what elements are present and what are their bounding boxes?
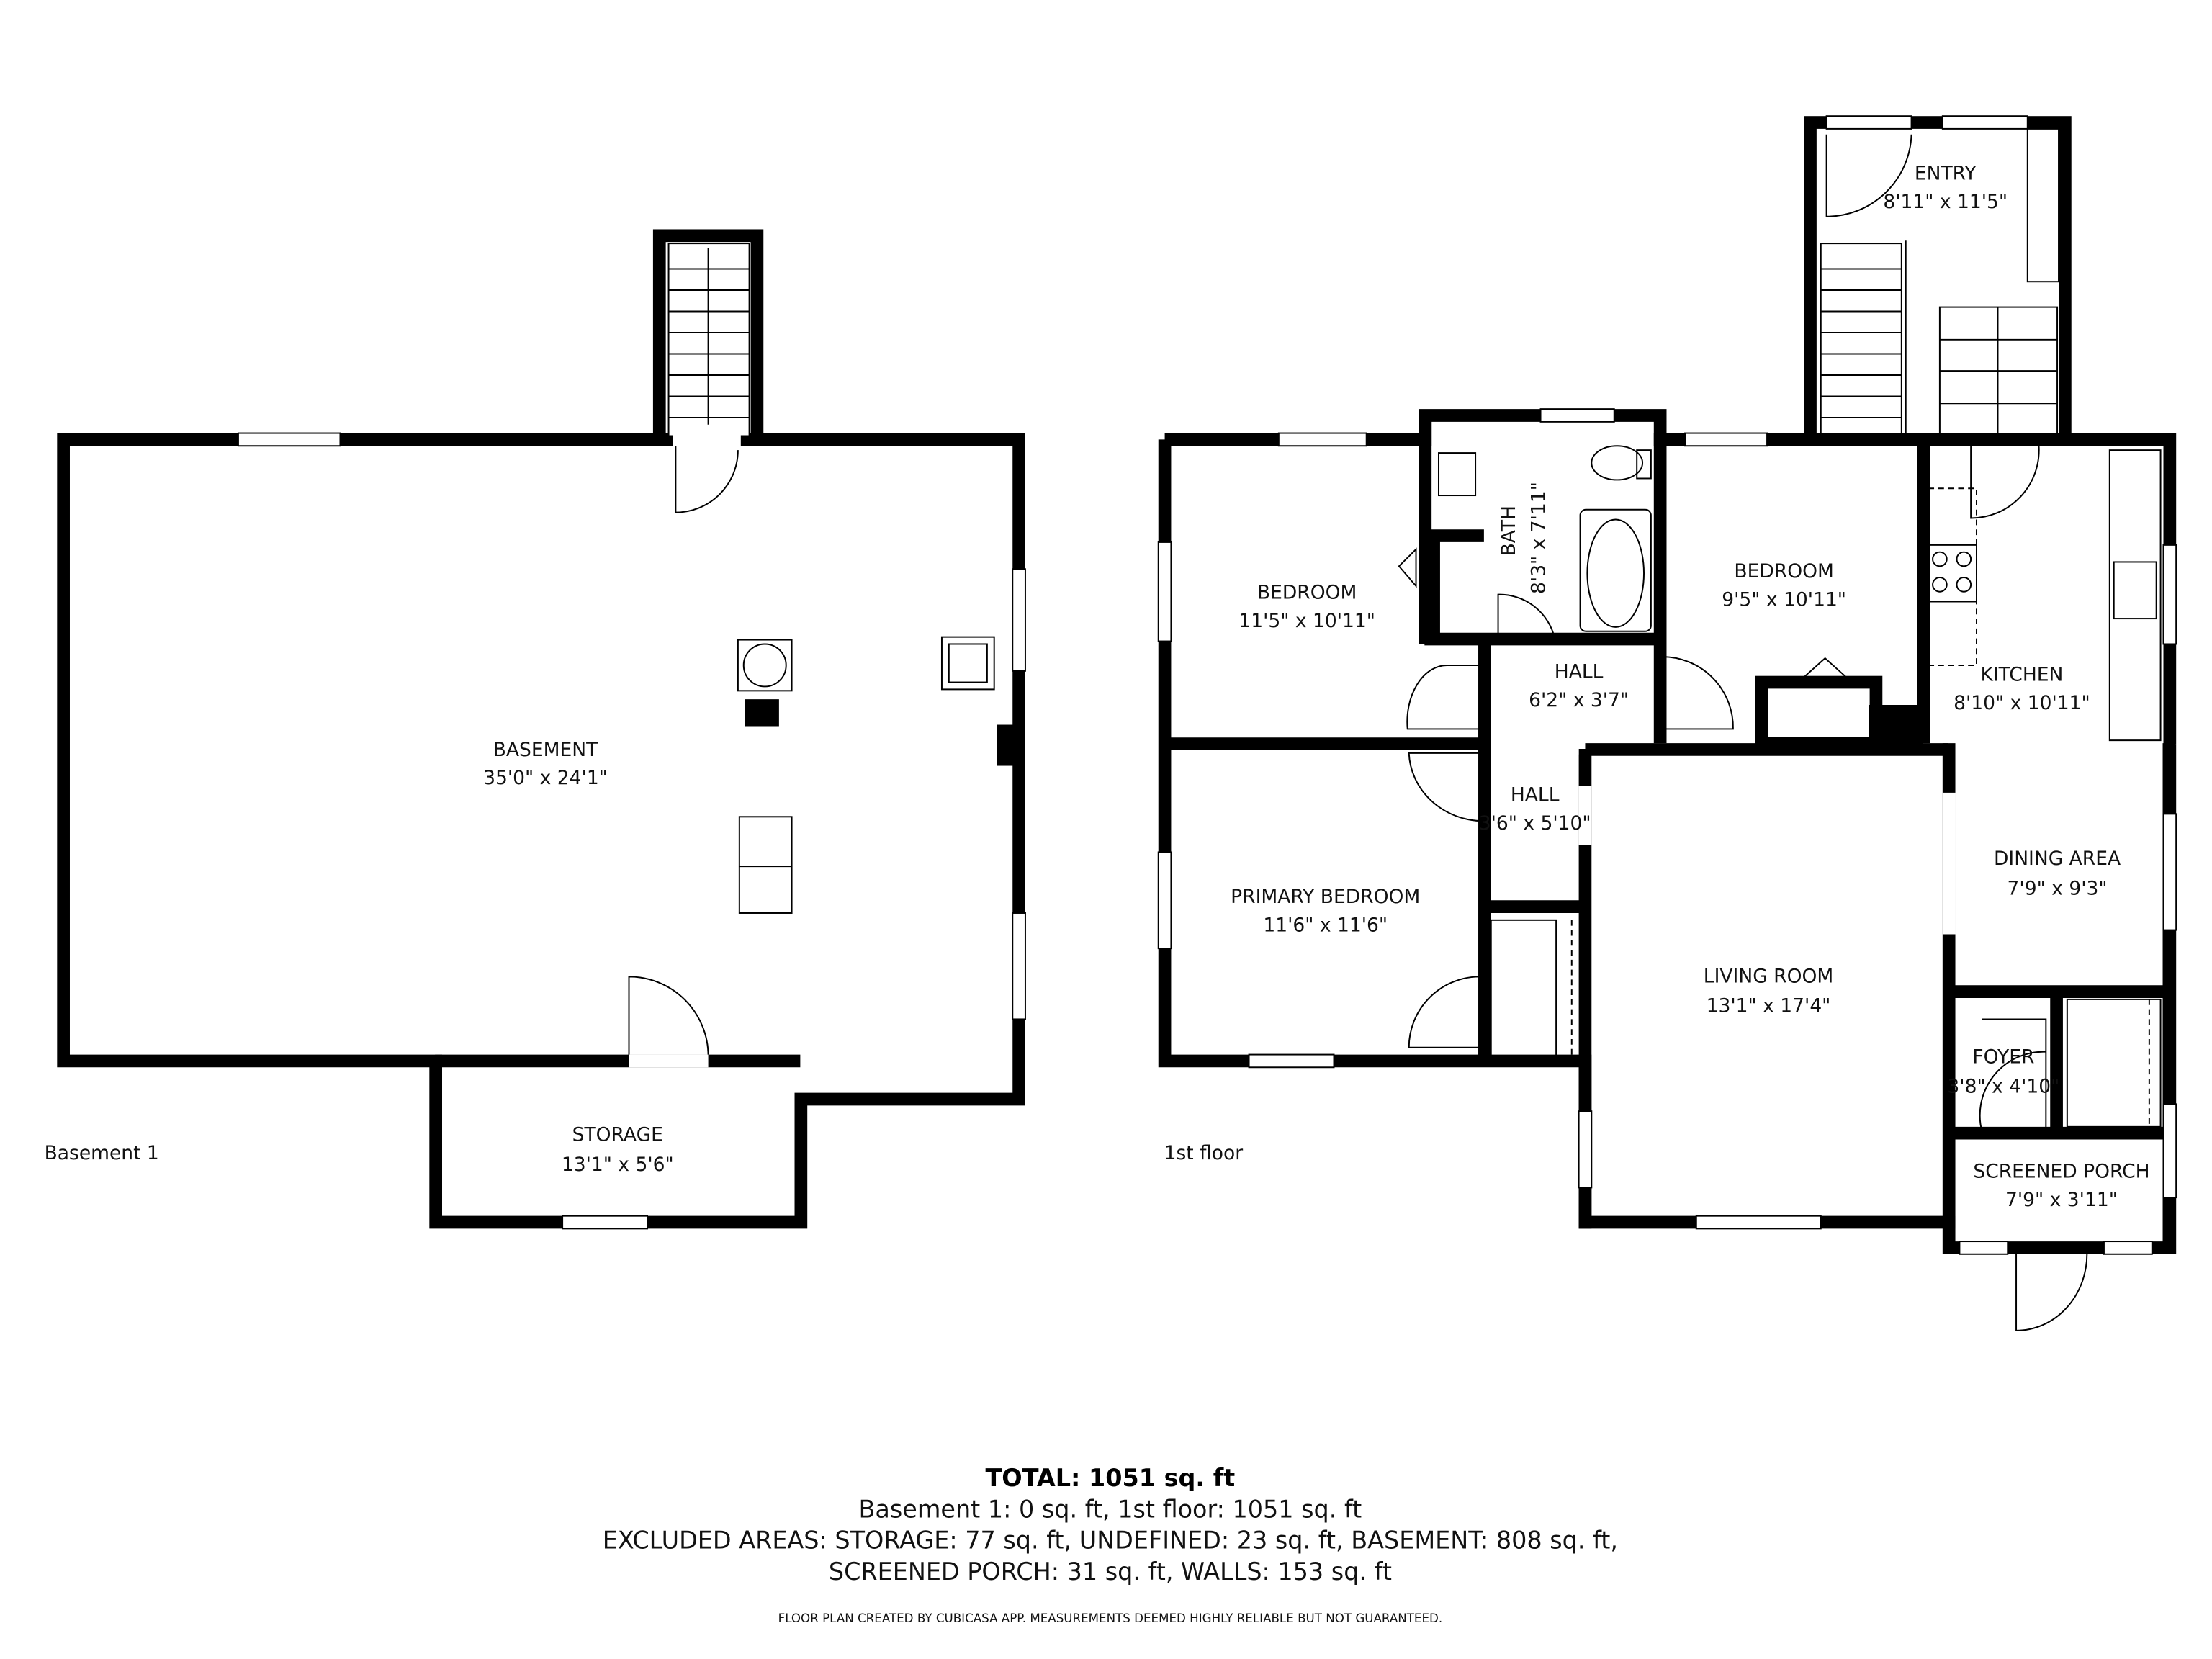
window (1959, 1241, 2009, 1255)
room-dims: 11'5" x 10'11" (1238, 610, 1375, 632)
floor-label: 1st floor (1164, 1142, 1244, 1164)
furnace (745, 699, 779, 727)
room-dims: 8'10" x 10'11" (1954, 692, 2090, 714)
floor-label: Basement 1 (45, 1142, 159, 1164)
room-name: ENTRY (1915, 163, 1977, 185)
closet (1490, 919, 1557, 1057)
kitchen-counter (2108, 449, 2162, 742)
kitchen-sink (2113, 561, 2157, 620)
room-dims: 3'6" x 5'10" (1479, 812, 1591, 835)
room-name: HALL (1511, 784, 1560, 806)
room-dims: 9'5" x 10'11" (1722, 588, 1846, 611)
room-dims: 8'3" x 7'11" (1527, 482, 1550, 594)
window (1157, 541, 1172, 642)
window (1277, 432, 1367, 447)
window (562, 1215, 649, 1230)
window (2162, 1103, 2177, 1199)
door (675, 446, 739, 513)
window (1539, 408, 1615, 423)
door (1979, 1018, 2047, 1133)
stairs-treads (667, 243, 750, 437)
room-name: BEDROOM (1257, 582, 1357, 604)
room-name: BASEMENT (493, 739, 598, 761)
room-name: PRIMARY BEDROOM (1231, 886, 1420, 908)
window (1695, 1215, 1822, 1230)
area-summary: TOTAL: 1051 sq. ft Basement 1: 0 sq. ft,… (603, 1464, 1618, 1625)
window (1578, 1110, 1593, 1189)
bathroom-sink (1437, 452, 1477, 497)
room-dims: 6'2" x 3'7" (1529, 689, 1629, 711)
room-name: SCREENED PORCH (1973, 1161, 2149, 1183)
room-dims: 13'1" x 17'4" (1707, 995, 1831, 1017)
room-name: DINING AREA (1994, 848, 2121, 870)
sink (940, 636, 995, 691)
room-name: LIVING ROOM (1704, 965, 1833, 987)
excluded-areas: EXCLUDED AREAS: STORAGE: 77 sq. ft, UNDE… (603, 1527, 1618, 1555)
door (1497, 593, 1556, 639)
closet (2066, 998, 2162, 1128)
washer-dryer (738, 816, 793, 914)
water-heater (737, 639, 793, 692)
closet-door (1398, 547, 1417, 588)
window (1012, 568, 1026, 672)
total-area: TOTAL: 1051 sq. ft (986, 1464, 1236, 1492)
window (2103, 1241, 2153, 1255)
room-dims: 7'9" x 3'11" (2005, 1189, 2118, 1211)
door (1406, 664, 1484, 730)
entry-stairs (1820, 127, 2060, 437)
disclaimer: FLOOR PLAN CREATED BY CUBICASA APP. MEAS… (778, 1611, 1443, 1625)
window (237, 432, 341, 447)
room-name: KITCHEN (1980, 664, 2063, 686)
excluded-areas-cont: SCREENED PORCH: 31 sq. ft, WALLS: 153 sq… (829, 1557, 1392, 1586)
room-dims: 11'6" x 11'6" (1263, 914, 1388, 937)
door (1408, 752, 1484, 822)
toilet (1591, 445, 1644, 481)
window (1941, 115, 2028, 130)
basement-plan: BASEMENT 35'0" x 24'1" STORAGE 13'1" x 5… (45, 229, 1026, 1230)
door (2015, 1254, 2088, 1331)
door (1970, 446, 2040, 519)
door (1825, 134, 1912, 217)
room-dims: 7'9" x 9'3" (2008, 877, 2108, 899)
room-dims: 8'11" x 11'5" (1883, 191, 2008, 213)
window (1157, 851, 1172, 950)
window (2162, 544, 2177, 645)
room-name: BATH (1498, 505, 1520, 556)
room-name: HALL (1555, 661, 1604, 683)
closet-door (1797, 657, 1853, 683)
room-dims: 3'8" x 4'10" (1947, 1076, 2059, 1098)
bathtub (1579, 508, 1652, 632)
room-name: FOYER (1972, 1046, 2034, 1068)
window (1248, 1053, 1335, 1069)
door (628, 976, 709, 1061)
room-dims: 35'0" x 24'1" (483, 767, 608, 789)
floor-areas: Basement 1: 0 sq. ft, 1st floor: 1051 sq… (859, 1495, 1362, 1523)
window (1012, 912, 1026, 1020)
window (2162, 813, 2177, 931)
window (1684, 432, 1768, 447)
first-floor-plan: ENTRY 8'11" x 11'5" BEDROOM 11'5" x 10'1… (1157, 115, 2177, 1331)
door (1662, 656, 1734, 730)
room-name: STORAGE (572, 1123, 663, 1146)
room-dims: 13'1" x 5'6" (562, 1154, 674, 1176)
window (1825, 115, 1912, 130)
door (1408, 976, 1481, 1048)
room-name: BEDROOM (1734, 560, 1833, 583)
